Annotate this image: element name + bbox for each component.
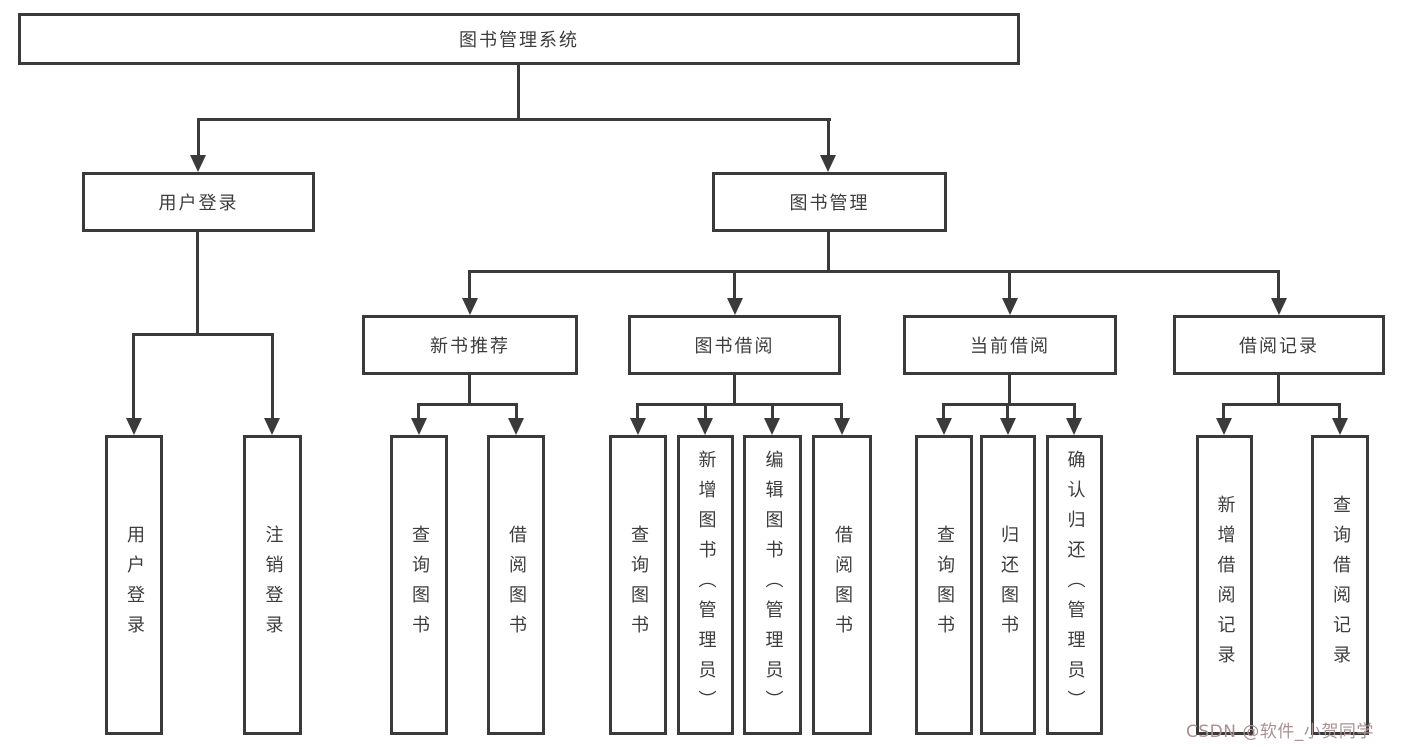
connector-drop-user-login: [197, 118, 200, 156]
arrow-down-icon: [1271, 298, 1287, 315]
leaf-query-borrow-record: 查询借阅记录: [1311, 435, 1369, 735]
node-book-borrow: 图书借阅: [628, 315, 841, 375]
node-user-login: 用户登录: [82, 172, 315, 232]
arrow-down-icon: [190, 155, 206, 172]
leaf-user-login: 用户登录: [105, 435, 163, 735]
arrow-down-icon: [936, 418, 952, 435]
arrow-down-icon: [462, 298, 478, 315]
connector-borrow-record-stem: [1277, 374, 1280, 406]
connector-new-book-stem: [468, 374, 471, 406]
leaf-query-books-current: 查询图书: [915, 435, 973, 735]
node-borrow-record: 借阅记录: [1173, 315, 1385, 375]
csdn-watermark: CSDN @软件_小贺同学: [1186, 722, 1374, 742]
connector-current-borrow-stem: [1008, 374, 1011, 406]
connector-drop: [636, 403, 639, 419]
leaf-borrow-books-recommend: 借阅图书: [487, 435, 545, 735]
connector-root-hbar: [197, 118, 831, 121]
arrow-down-icon: [1002, 298, 1018, 315]
connector-drop: [417, 403, 420, 419]
connector-drop: [515, 403, 518, 419]
leaf-confirm-return-admin: 确认归还（管理员）: [1046, 435, 1103, 735]
leaf-return-books: 归还图书: [980, 435, 1036, 735]
leaf-add-books-admin: 新增图书（管理员）: [677, 435, 734, 735]
arrow-down-icon: [508, 418, 524, 435]
connector-drop: [1222, 403, 1225, 419]
node-current-borrow: 当前借阅: [903, 315, 1117, 375]
connector-drop: [771, 403, 774, 419]
connector-user-login-hbar: [132, 333, 274, 336]
connector-book-management-stem: [827, 231, 830, 273]
connector-current-borrow-hbar: [942, 403, 1076, 406]
connector-drop-new-book-recommend: [468, 270, 471, 300]
connector-user-login-stem: [196, 231, 199, 335]
connector-drop: [1006, 403, 1009, 419]
node-root: 图书管理系统: [18, 13, 1020, 65]
arrow-down-icon: [1000, 418, 1016, 435]
arrow-down-icon: [1066, 418, 1082, 435]
leaf-query-books-borrow: 查询图书: [609, 435, 667, 735]
leaf-borrow-books: 借阅图书: [812, 435, 872, 735]
arrow-down-icon: [264, 418, 280, 435]
connector-drop: [840, 403, 843, 419]
arrow-down-icon: [126, 418, 142, 435]
connector-drop: [704, 403, 707, 419]
connector-drop-borrow-record: [1277, 270, 1280, 300]
connector-new-book-hbar: [417, 403, 518, 406]
connector-book-borrow-hbar: [636, 403, 843, 406]
connector-drop-current-borrow: [1008, 270, 1011, 300]
arrow-down-icon: [764, 418, 780, 435]
connector-drop-leaf-logout: [271, 333, 274, 419]
arrow-down-icon: [727, 298, 743, 315]
leaf-query-books-recommend: 查询图书: [390, 435, 448, 735]
connector-borrow-record-hbar: [1222, 403, 1341, 406]
connector-drop: [942, 403, 945, 419]
arrow-down-icon: [630, 418, 646, 435]
node-new-book-recommend: 新书推荐: [362, 315, 578, 375]
connector-drop-leaf-user-login: [132, 333, 135, 419]
arrow-down-icon: [834, 418, 850, 435]
connector-drop-book-borrow: [733, 270, 736, 300]
connector-drop-book-management: [827, 118, 830, 156]
connector-book-borrow-stem: [733, 374, 736, 406]
arrow-down-icon: [697, 418, 713, 435]
arrow-down-icon: [820, 155, 836, 172]
leaf-add-borrow-record: 新增借阅记录: [1196, 435, 1253, 735]
arrow-down-icon: [1216, 418, 1232, 435]
connector-drop: [1073, 403, 1076, 419]
leaf-logout: 注销登录: [243, 435, 302, 735]
connector-root-stem: [517, 64, 520, 120]
arrow-down-icon: [1332, 418, 1348, 435]
connector-drop: [1338, 403, 1341, 419]
connector-book-management-hbar: [468, 270, 1280, 273]
leaf-edit-books-admin: 编辑图书（管理员）: [743, 435, 802, 735]
node-book-management: 图书管理: [712, 172, 947, 232]
arrow-down-icon: [411, 418, 427, 435]
